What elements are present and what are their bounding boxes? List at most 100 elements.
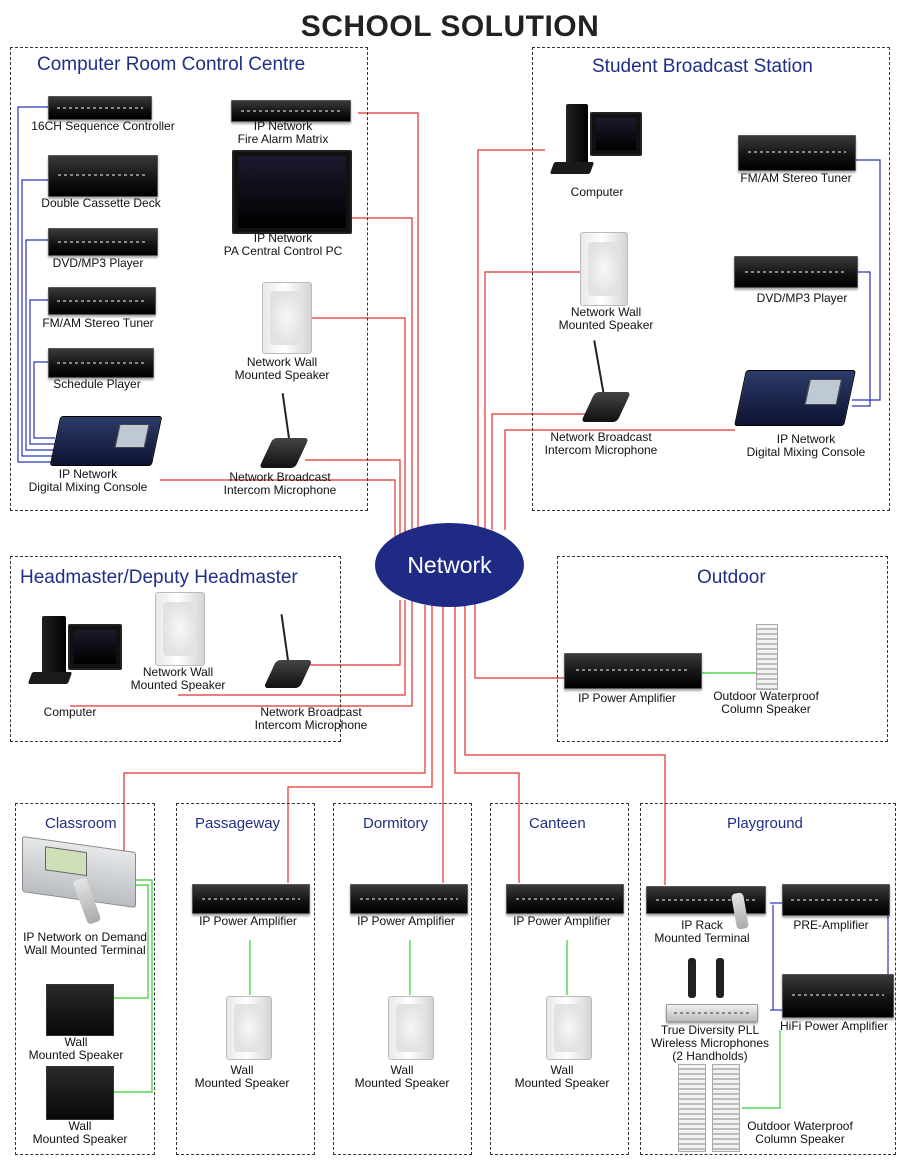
label-pa-control-pc: IP Network PA Central Control PC [223, 231, 343, 258]
label-cr-tuner: FM/AM Stereo Tuner [42, 316, 154, 330]
st-computer-monitor [590, 112, 642, 156]
label-classroom-speaker-1: Wall Mounted Speaker [28, 1035, 124, 1062]
label-hm-intercom-mic: Network Broadcast Intercom Microphone [254, 705, 368, 732]
net-link-cr-mixer [160, 479, 396, 545]
hm-computer-tower [42, 616, 66, 676]
audio-link-st-dvd [852, 271, 871, 407]
heading-passageway: Passageway [195, 815, 281, 832]
label-outdoor-column-speaker: Outdoor Waterproof Column Speaker [713, 689, 819, 716]
label-canteen-speaker: Wall Mounted Speaker [514, 1063, 610, 1090]
label-pg-wireless-mics: True Diversity PLL Wireless Microphones … [650, 1023, 770, 1063]
st-computer-keyboard [549, 162, 595, 174]
label-pg-column-speaker: Outdoor Waterproof Column Speaker [747, 1119, 853, 1146]
pg-preamp-device [782, 884, 890, 916]
net-link-st-mic [491, 413, 585, 530]
canteen-amp-device [506, 884, 624, 914]
label-st-computer: Computer [570, 185, 624, 199]
net-link-classroom [123, 605, 426, 860]
fire-alarm-matrix-device [231, 100, 351, 122]
label-classroom-terminal: IP Network on Demand Wall Mounted Termin… [23, 930, 147, 957]
label-sequence-controller: 16CH Sequence Controller [31, 119, 175, 133]
net-link-st-speaker [484, 271, 580, 535]
label-st-tuner: FM/AM Stereo Tuner [740, 171, 852, 185]
section-canteen [490, 803, 629, 1155]
label-schedule-player: Schedule Player [53, 377, 141, 391]
label-passageway-speaker: Wall Mounted Speaker [194, 1063, 290, 1090]
cassette-deck-device [48, 155, 158, 197]
net-link-pa-pc [350, 217, 413, 530]
label-st-intercom-mic: Network Broadcast Intercom Microphone [544, 430, 658, 457]
label-cr-dvd-player: DVD/MP3 Player [52, 256, 144, 270]
section-headmaster [10, 556, 341, 742]
heading-computer-room: Computer Room Control Centre [37, 54, 306, 75]
cr-mixing-console-device [49, 416, 163, 466]
spk-link-class-2 [113, 879, 153, 1093]
net-link-hm-speaker [178, 600, 406, 696]
label-dormitory-amp: IP Power Amplifier [357, 914, 455, 928]
st-mixing-console-device [734, 370, 856, 426]
section-passageway [176, 803, 315, 1155]
label-cr-intercom-mic: Network Broadcast Intercom Microphone [223, 470, 337, 497]
section-dormitory [333, 803, 472, 1155]
net-link-hm-mic [308, 600, 401, 666]
label-hm-computer: Computer [43, 705, 97, 719]
dormitory-speaker-device [388, 996, 434, 1060]
pg-wireless-mic-1 [688, 958, 696, 998]
label-pg-rack-terminal: IP Rack Mounted Terminal [654, 918, 750, 945]
audio-link-cassette [21, 179, 55, 457]
pg-wireless-receiver-device [666, 1004, 758, 1022]
label-canteen-amp: IP Power Amplifier [513, 914, 611, 928]
spk-link-pg-column [742, 1030, 781, 1109]
outdoor-column-speaker-device [756, 624, 778, 690]
pg-rack-terminal-device [646, 886, 766, 914]
cr-tuner-device [48, 287, 156, 315]
st-computer-tower [566, 104, 588, 164]
audio-link-st-tuner [852, 159, 881, 401]
st-tuner-device [738, 135, 856, 171]
hm-computer-monitor [68, 624, 122, 670]
net-link-cr-speaker [310, 317, 406, 535]
passageway-speaker-device [226, 996, 272, 1060]
label-pg-preamp: PRE-Amplifier [793, 918, 869, 932]
label-cr-mixing-console: IP Network Digital Mixing Console [28, 467, 148, 494]
network-hub: Network [375, 523, 524, 607]
st-wall-speaker-device [580, 232, 628, 306]
net-link-outdoor [474, 600, 565, 679]
hm-computer-keyboard [27, 672, 73, 684]
schedule-player-device [48, 348, 154, 378]
classroom-speaker-2-device [46, 1066, 114, 1120]
pg-column-speaker-2 [712, 1064, 740, 1152]
net-link-hm-computer [70, 600, 413, 707]
pa-control-pc-device [232, 150, 352, 234]
label-dormitory-speaker: Wall Mounted Speaker [354, 1063, 450, 1090]
section-student-broadcast [532, 47, 890, 511]
label-classroom-speaker-2: Wall Mounted Speaker [32, 1119, 128, 1146]
pg-hifi-amp-device [782, 974, 894, 1018]
label-cassette-deck: Double Cassette Deck [41, 196, 161, 210]
label-pg-hifi-amp: HiFi Power Amplifier [779, 1019, 889, 1033]
heading-headmaster: Headmaster/Deputy Headmaster [20, 567, 298, 588]
audio-link-dvd [25, 239, 55, 451]
section-classroom [15, 803, 155, 1155]
dormitory-amp-device [350, 884, 468, 914]
label-cr-wall-speaker: Network Wall Mounted Speaker [234, 355, 330, 382]
cr-dvd-player-device [48, 228, 158, 256]
net-link-fire-alarm [358, 112, 419, 530]
canteen-speaker-device [546, 996, 592, 1060]
audio-link-seq [17, 106, 55, 463]
label-hm-wall-speaker: Network Wall Mounted Speaker [130, 665, 226, 692]
page-title: SCHOOL SOLUTION [300, 10, 600, 43]
heading-outdoor: Outdoor [697, 567, 766, 588]
net-link-playground [464, 605, 666, 885]
net-link-passageway [287, 605, 433, 883]
net-link-canteen [454, 605, 520, 883]
cr-wall-speaker-device [262, 282, 312, 354]
section-outdoor [557, 556, 888, 742]
label-st-mixing-console: IP Network Digital Mixing Console [746, 432, 866, 459]
label-outdoor-amp: IP Power Amplifier [578, 691, 676, 705]
section-playground [640, 803, 896, 1155]
pg-wireless-mic-2 [716, 958, 724, 998]
classroom-speaker-1-device [46, 984, 114, 1036]
